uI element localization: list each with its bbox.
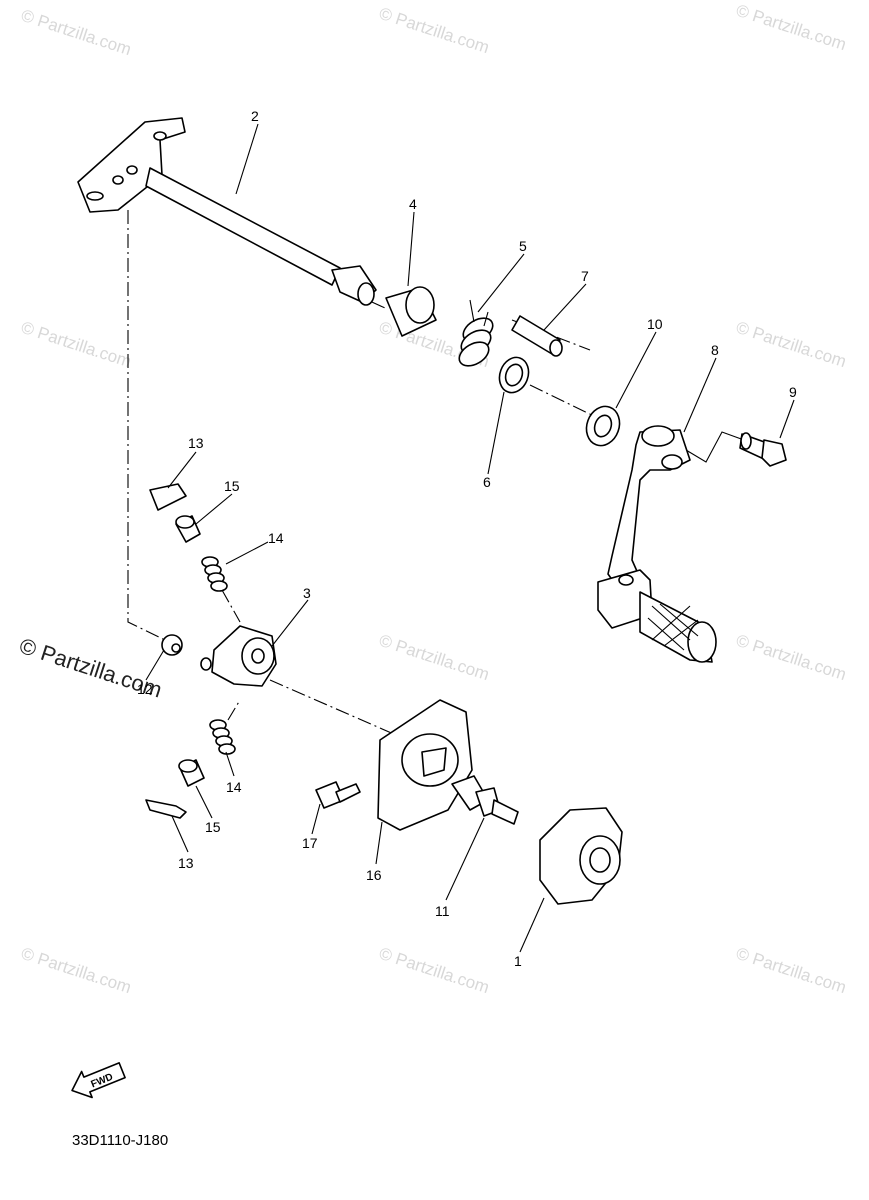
shift-drum-cam-part	[539, 807, 623, 905]
spring-lower-part	[209, 719, 236, 755]
assembly-line	[221, 589, 241, 623]
callout-16: 16	[366, 867, 382, 883]
stopper-lower-part	[145, 799, 187, 819]
callout-15: 15	[224, 478, 240, 494]
pedal-bolt-part	[739, 432, 787, 467]
collar-part	[385, 286, 437, 337]
callout-14: 14	[268, 530, 284, 546]
washer-part	[498, 356, 530, 394]
callout-12: 12	[137, 681, 153, 697]
assembly-line	[227, 699, 241, 721]
assembly-line	[127, 210, 166, 641]
pawl-pin-lower-part	[178, 759, 205, 787]
shift-pedal-part	[597, 425, 717, 663]
callout-7: 7	[581, 268, 589, 284]
assembly-line	[685, 431, 745, 463]
callout-labels: 2 4 5 7 10 8 9 6 13 15 14 3 12 14 15 13 …	[137, 108, 797, 969]
assembly-line	[269, 679, 413, 743]
callout-4: 4	[409, 196, 417, 212]
fwd-arrow: FWD	[71, 1062, 126, 1099]
callout-11: 11	[435, 903, 450, 919]
watermark: © Partzilla.com	[19, 944, 134, 997]
callout-2: 2	[251, 108, 259, 124]
callout-1: 1	[514, 953, 522, 969]
callout-8: 8	[711, 342, 719, 358]
callout-17: 17	[302, 835, 318, 851]
assembly-line	[529, 384, 599, 419]
washer-12-part	[161, 634, 183, 656]
pawl-pin-upper-part	[175, 515, 201, 543]
spring-part	[458, 299, 494, 367]
watermark: © Partzilla.com	[734, 1, 849, 54]
watermark: © Partzilla.com	[734, 318, 849, 371]
watermark: © Partzilla.com	[734, 944, 849, 997]
callout-13: 13	[188, 435, 204, 451]
watermark: © Partzilla.com	[377, 4, 492, 57]
shaft-bolt-part	[451, 775, 519, 825]
callout-5: 5	[519, 238, 527, 254]
callout-10: 10	[647, 316, 663, 332]
callout-3: 3	[303, 585, 311, 601]
watermark: © Partzilla.com	[19, 318, 134, 371]
shift-shaft-part	[77, 117, 377, 306]
callout-15: 15	[205, 819, 221, 835]
diagram-code: 33D1110-J180	[72, 1132, 169, 1149]
pin-part	[511, 315, 563, 357]
callout-9: 9	[789, 384, 797, 400]
watermark: © Partzilla.com	[734, 631, 849, 684]
watermark: © Partzilla.com	[377, 631, 492, 684]
oil-seal-part	[585, 405, 621, 447]
spring-upper-part	[201, 556, 228, 592]
watermark: © Partzilla.com	[377, 944, 492, 997]
leader-lines	[145, 123, 795, 953]
callout-14: 14	[226, 779, 242, 795]
watermark: © Partzilla.com	[19, 6, 134, 59]
segment-part	[200, 625, 277, 687]
callout-6: 6	[483, 474, 491, 490]
plate-bolt-part	[315, 781, 361, 809]
stopper-upper-part	[149, 483, 187, 511]
callout-13: 13	[178, 855, 194, 871]
segment-plate-part	[377, 699, 473, 831]
